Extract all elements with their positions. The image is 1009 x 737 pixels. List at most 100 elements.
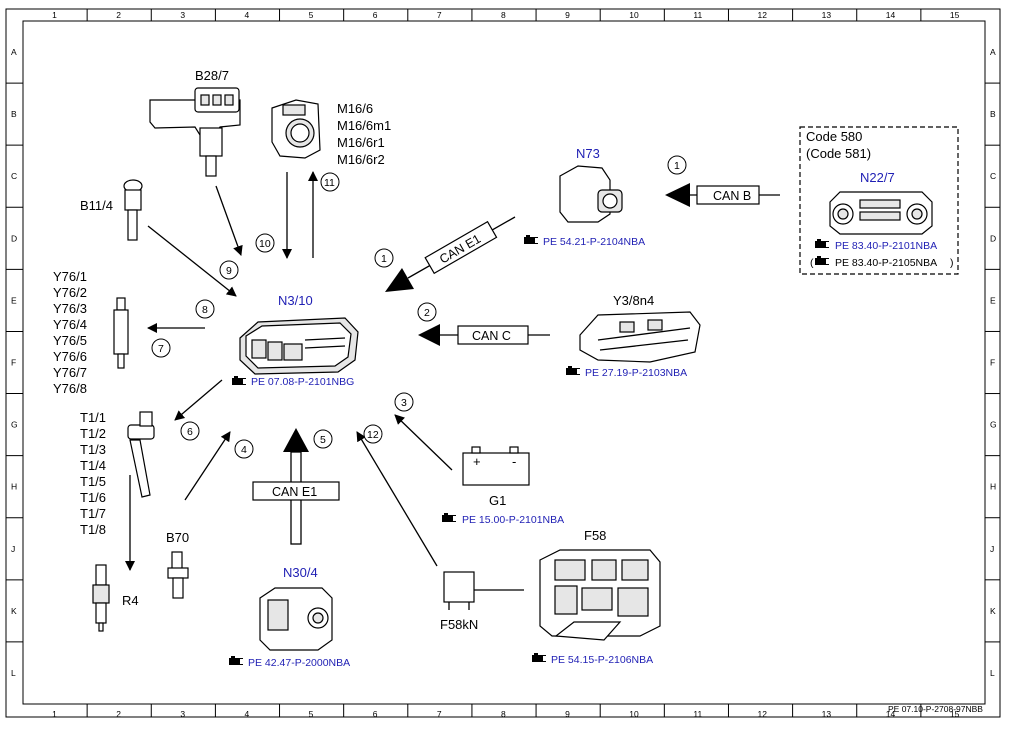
sensor-b70[interactable]: B70 (166, 530, 189, 599)
column-label: 8 (501, 10, 506, 20)
svg-text:5: 5 (320, 434, 326, 446)
module-y3-8n4[interactable]: Y3/8n4 PE 27.19-P-2103NBA (566, 293, 701, 379)
can-e1-label: CAN E1 (272, 485, 317, 499)
b70-label: B70 (166, 530, 189, 545)
marker-10: 10 (255, 233, 275, 253)
bus-can-e1: CAN E1 (252, 428, 340, 545)
row-label: B (990, 109, 996, 119)
t1-5-label: T1/5 (80, 474, 106, 489)
n22-7-ref2[interactable]: PE 83.40-P-2105NBA (835, 257, 937, 269)
g1-ref[interactable]: PE 15.00-P-2101NBA (462, 514, 564, 526)
spark-plug-r4[interactable]: R4 (92, 564, 139, 632)
fusebox-f58[interactable]: F58 PE 54.15-P-2106NBA (532, 528, 661, 666)
injectors-y76[interactable]: Y76/1 Y76/2 Y76/3 Y76/4 Y76/5 Y76/6 Y76/… (53, 269, 129, 396)
bus-can-c: CAN C (418, 324, 550, 346)
svg-text:4: 4 (241, 444, 247, 456)
y76-6-label: Y76/6 (53, 349, 87, 364)
row-label: F (990, 358, 995, 368)
svg-text:1: 1 (381, 253, 387, 265)
n30-4-label: N30/4 (283, 565, 318, 580)
m16-6m1-label: M16/6m1 (337, 118, 391, 133)
manual-ref-icon (524, 235, 538, 244)
column-label: 1 (52, 10, 57, 20)
column-label: 15 (950, 10, 960, 20)
can-b-label: CAN B (713, 189, 751, 203)
ecu-ref[interactable]: PE 07.08-P-2101NBG (251, 376, 354, 388)
svg-text:10: 10 (259, 238, 271, 250)
n22-7-label: N22/7 (860, 170, 895, 185)
can-c-label: CAN C (472, 329, 511, 343)
t1-6-label: T1/6 (80, 490, 106, 505)
t1-8-label: T1/8 (80, 522, 106, 537)
n73-ref[interactable]: PE 54.21-P-2104NBA (543, 236, 645, 248)
column-label: 4 (244, 709, 249, 719)
sensor-b28-7[interactable]: B28/7 (149, 68, 241, 177)
y76-1-label: Y76/1 (53, 269, 87, 284)
module-n22-7[interactable]: Code 580 (Code 581) N22/7 PE 83.40-P-210… (799, 126, 959, 275)
row-label: B (11, 109, 17, 119)
sensor-b11-4[interactable]: B11/4 (80, 179, 143, 241)
manual-ref-icon (442, 513, 456, 522)
marker-4: 4 (234, 439, 254, 459)
g1-label: G1 (489, 493, 506, 508)
t1-7-label: T1/7 (80, 506, 106, 521)
actuator-m16-6[interactable]: M16/6 M16/6m1 M16/6r1 M16/6r2 (271, 99, 391, 167)
marker-2: 2 (417, 302, 437, 322)
drawing-frame: 1122334455667788991010111112121313141415… (5, 8, 1001, 719)
row-label: H (11, 482, 17, 492)
y3-8n4-ref[interactable]: PE 27.19-P-2103NBA (585, 367, 687, 379)
battery-plus: + (473, 454, 481, 469)
column-label: 1 (52, 709, 57, 719)
marker-12: 12 (363, 424, 383, 444)
column-label: 14 (886, 10, 896, 20)
n73-label: N73 (576, 146, 600, 161)
column-label: 8 (501, 709, 506, 719)
numbered-markers: 1 1 2 3 4 5 6 7 8 9 10 11 12 (151, 155, 687, 459)
row-label: C (990, 171, 996, 181)
y76-7-label: Y76/7 (53, 365, 87, 380)
column-label: 2 (116, 10, 121, 20)
f58kn-label: F58kN (440, 617, 478, 632)
t1-1-label: T1/1 (80, 410, 106, 425)
t1-2-label: T1/2 (80, 426, 106, 441)
n30-4-ref[interactable]: PE 42.47-P-2000NBA (248, 657, 350, 669)
f58-label: F58 (584, 528, 606, 543)
column-label: 7 (437, 709, 442, 719)
row-label: H (990, 482, 996, 492)
column-label: 13 (822, 709, 832, 719)
n22-7-ref1[interactable]: PE 83.40-P-2101NBA (835, 240, 937, 252)
relay-f58kn[interactable]: F58kN (440, 571, 524, 632)
m16-6-label: M16/6 (337, 101, 373, 116)
code-581-label: (Code 581) (806, 146, 871, 161)
row-label: A (990, 47, 996, 57)
column-label: 15 (950, 709, 960, 719)
svg-text:9: 9 (226, 265, 232, 277)
column-label: 11 (693, 10, 702, 20)
battery-g1[interactable]: + - G1 PE 15.00-P-2101NBA (442, 446, 564, 526)
y3-8n4-label: Y3/8n4 (613, 293, 654, 308)
battery-minus: - (512, 454, 516, 469)
row-label: L (11, 668, 16, 678)
svg-text:11: 11 (324, 177, 335, 189)
f58-ref[interactable]: PE 54.15-P-2106NBA (551, 654, 653, 666)
module-n30-4[interactable]: N30/4 PE 42.47-P-2000NBA (229, 565, 350, 669)
column-label: 9 (565, 709, 570, 719)
t1-4-label: T1/4 (80, 458, 106, 473)
column-label: 3 (180, 10, 185, 20)
marker-7: 7 (151, 338, 171, 358)
module-n73[interactable]: N73 PE 54.21-P-2104NBA (524, 146, 645, 248)
row-label: J (990, 544, 994, 554)
ignition-coils-t1[interactable]: T1/1 T1/2 T1/3 T1/4 T1/5 T1/6 T1/7 T1/8 (80, 410, 155, 537)
paren-close: ) (950, 257, 954, 269)
y76-5-label: Y76/5 (53, 333, 87, 348)
y76-3-label: Y76/3 (53, 301, 87, 316)
svg-text:7: 7 (158, 343, 164, 355)
ecu-n3-10[interactable]: N3/10 PE 07.08-P-2101NBG (232, 293, 359, 388)
row-label: G (990, 420, 997, 430)
m16-6r2-label: M16/6r2 (337, 152, 385, 167)
svg-text:1: 1 (674, 160, 680, 172)
marker-3: 3 (394, 392, 414, 412)
signal-arrows (125, 171, 453, 571)
column-label: 12 (758, 10, 768, 20)
